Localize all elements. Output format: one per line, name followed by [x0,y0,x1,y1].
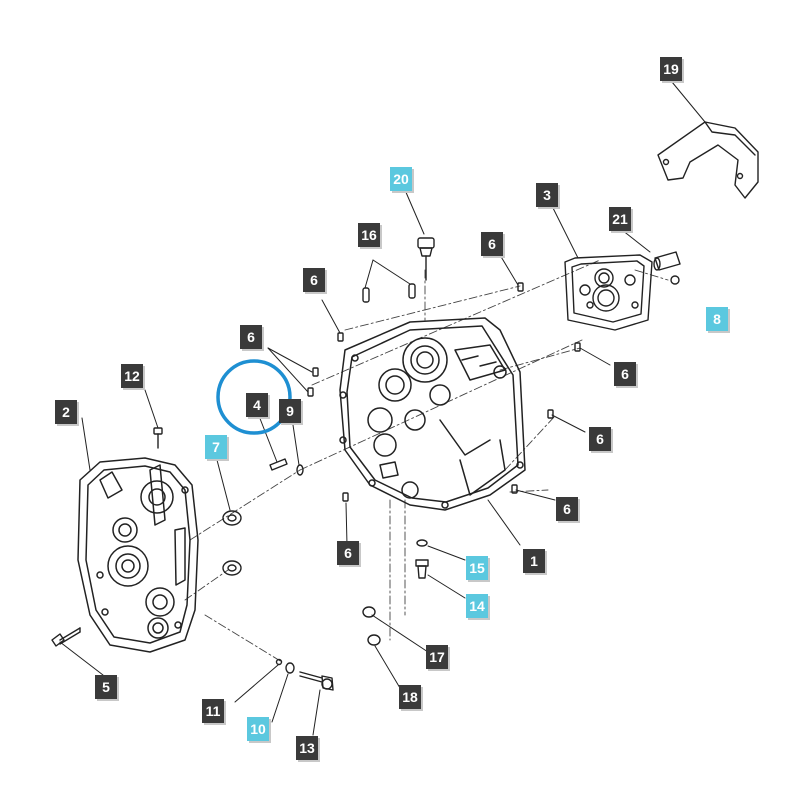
part-label-6-a[interactable]: 6 [481,232,503,256]
part-label-8[interactable]: 8 [706,307,728,331]
main-housing [339,317,526,511]
part-label-6-c[interactable]: 6 [240,325,262,349]
part-label-14[interactable]: 14 [466,594,488,618]
part-label-9[interactable]: 9 [279,399,301,423]
part-label-7[interactable]: 7 [205,435,227,459]
part-label-10[interactable]: 10 [247,717,269,741]
part-label-21[interactable]: 21 [609,207,631,231]
o-rings [362,606,381,646]
bolt-8 [670,275,680,285]
part-label-3[interactable]: 3 [536,183,558,207]
part-label-6-d[interactable]: 6 [614,362,636,386]
pin-21 [653,251,681,271]
part-label-4[interactable]: 4 [246,393,268,417]
part-label-13[interactable]: 13 [296,736,318,760]
part-label-2[interactable]: 2 [55,400,77,424]
fittings-10-11-13 [275,658,334,691]
washer-15 [416,539,428,547]
dowels-16 [362,283,416,303]
pin-4 [269,458,288,471]
selection-ring [216,359,292,435]
part-label-6-b[interactable]: 6 [303,268,325,292]
rear-plate [564,254,653,331]
plug-14 [415,559,429,579]
part-label-17[interactable]: 17 [426,645,448,669]
part-label-16[interactable]: 16 [358,223,380,247]
seals-7 [222,510,242,576]
breather-20 [417,237,435,281]
part-label-15[interactable]: 15 [466,556,488,580]
assembly-axis-lines [184,259,669,663]
part-label-1[interactable]: 1 [523,549,545,573]
part-label-5[interactable]: 5 [95,675,117,699]
label-leaders [59,81,706,736]
part-label-11[interactable]: 11 [202,699,224,723]
front-cover [77,457,199,653]
bolt-5 [51,627,81,647]
part-label-6-g[interactable]: 6 [337,541,359,565]
part-label-20[interactable]: 20 [390,167,412,191]
guard [657,121,759,199]
ring-9 [296,464,304,476]
small-dowels-6 [307,282,581,502]
part-label-12[interactable]: 12 [121,364,143,388]
part-label-6-f[interactable]: 6 [556,497,578,521]
part-label-6-e[interactable]: 6 [589,427,611,451]
part-label-19[interactable]: 19 [660,57,682,81]
part-label-18[interactable]: 18 [399,685,421,709]
